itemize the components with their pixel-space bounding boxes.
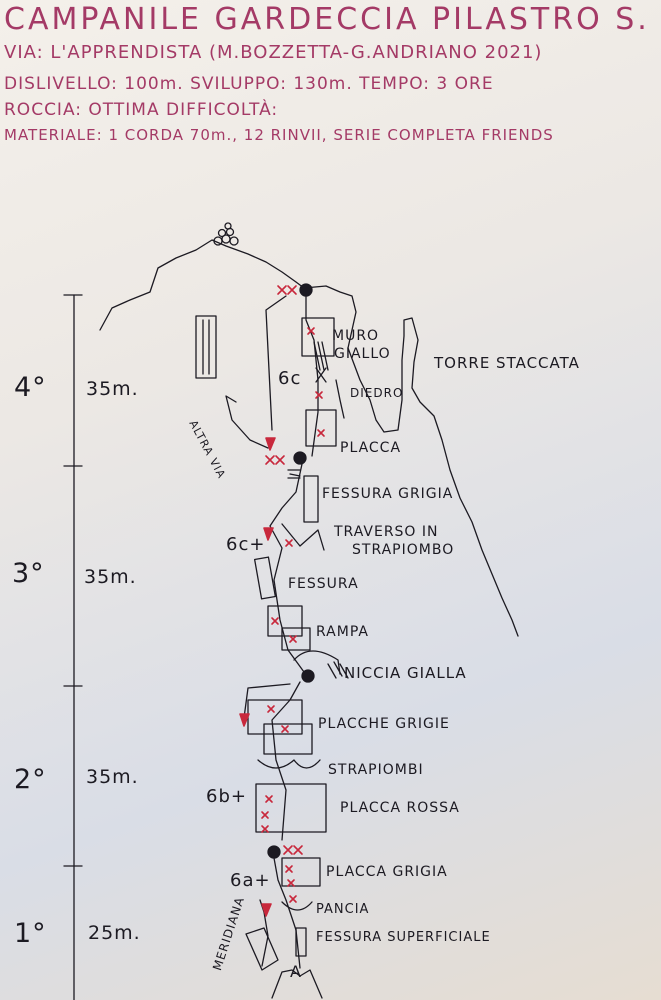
- route-name: VIA: L'APPRENDISTA (M.BOZZETTA-G.ANDRIAN…: [4, 42, 543, 63]
- label-strapiombo: STRAPIOMBO: [352, 542, 455, 558]
- grade-pitch-4: 6c: [278, 368, 302, 389]
- label-placca: PLACCA: [340, 440, 402, 456]
- pitch-4-length: 35m.: [86, 378, 139, 400]
- route-title: CAMPANILE GARDECCIA PILASTRO S.: [4, 2, 650, 37]
- pitch-2-length: 35m.: [86, 766, 139, 788]
- bolt-markers: [239, 285, 325, 917]
- pitch-1-number: 1°: [14, 918, 47, 949]
- grade-pitch-3: 6c+: [226, 534, 266, 555]
- route-gear: MATERIALE: 1 CORDA 70m., 12 RINVII, SERI…: [4, 126, 554, 144]
- label-rampa: RAMPA: [316, 624, 369, 640]
- label-torre-staccata: TORRE STACCATA: [434, 354, 580, 372]
- route-stats: DISLIVELLO: 100m. SVILUPPO: 130m. TEMPO:…: [4, 74, 494, 94]
- label-fessura-superficiale: FESSURA SUPERFICIALE: [316, 930, 491, 945]
- label-placche-grigie: PLACCHE GRIGIE: [318, 716, 450, 732]
- label-diedro: DIEDRO: [350, 386, 404, 400]
- route-rock: ROCCIA: OTTIMA DIFFICOLTÀ:: [4, 100, 279, 120]
- pitch-3-number: 3°: [12, 558, 45, 589]
- label-muro: MURO: [332, 328, 380, 344]
- summit-cairn-icon: [213, 222, 239, 246]
- pitch-4-number: 4°: [14, 372, 47, 403]
- grade-pitch-2: 6b+: [206, 786, 247, 807]
- label-strapiombi: STRAPIOMBI: [328, 762, 424, 778]
- pitch-4-line: [225, 295, 345, 457]
- pitch-2-number: 2°: [14, 764, 47, 795]
- pitch-1-length: 25m.: [88, 922, 141, 944]
- grade-pitch-1: 6a+: [230, 870, 271, 891]
- label-start: A: [290, 962, 302, 981]
- label-traverso: TRAVERSO IN: [334, 524, 439, 540]
- label-pancia: PANCIA: [316, 902, 370, 917]
- label-placca-rossa: PLACCA ROSSA: [340, 800, 460, 816]
- label-giallo: GIALLO: [334, 346, 391, 362]
- torre-staccata-shape: [195, 315, 217, 379]
- label-fessura-grigia: FESSURA GRIGIA: [322, 486, 454, 502]
- pitch-3-length: 35m.: [84, 566, 137, 588]
- pitch-3-line: [253, 463, 349, 679]
- label-placca-grigia: PLACCA GRIGIA: [326, 864, 448, 880]
- label-niccia-gialla: NICCIA GIALLA: [344, 664, 467, 682]
- length-scale: [63, 294, 83, 1000]
- pitch-2-line: [243, 681, 327, 841]
- label-fessura: FESSURA: [288, 576, 359, 592]
